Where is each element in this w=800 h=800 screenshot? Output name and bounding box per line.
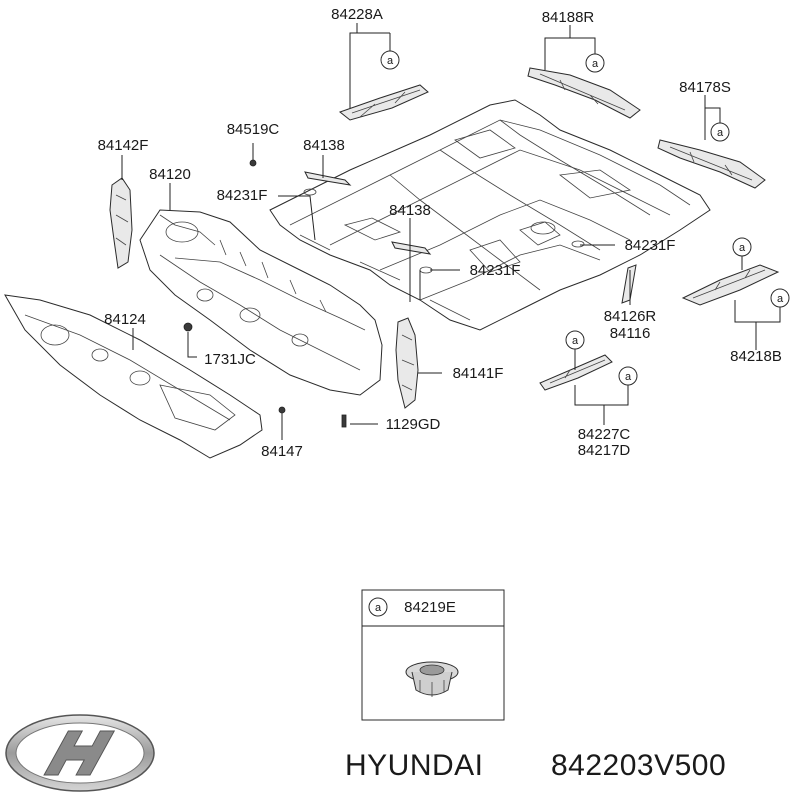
part-84141f-shape (395, 317, 419, 409)
part-84126r-shape (621, 264, 637, 304)
label-84120: 84120 (149, 166, 191, 183)
part-84124-shape (4, 294, 263, 459)
footer-part-number: 842203V500 (551, 749, 726, 782)
hyundai-logo-icon (5, 714, 155, 792)
callout-a-84227c-bottom: a (618, 366, 638, 386)
callout-a-84227c-top: a (565, 330, 585, 350)
part-84219e-clip (405, 661, 459, 697)
part-84147-clip (278, 406, 286, 414)
part-1129gd-bolt (341, 414, 347, 428)
label-84519c: 84519C (227, 121, 280, 138)
part-84519c-clip (249, 159, 257, 167)
label-84141f: 84141F (453, 365, 504, 382)
detail-box-84219e: a 84219E (361, 589, 505, 721)
callout-letter: a (572, 335, 579, 347)
label-84126r: 84126R (604, 308, 657, 325)
label-84188r: 84188R (542, 9, 595, 26)
label-84147: 84147 (261, 443, 303, 460)
label-84228a: 84228A (331, 6, 383, 23)
label-84138-top: 84138 (303, 137, 345, 154)
label-84217d: 84217D (578, 442, 631, 459)
part-84120-shape (139, 209, 383, 396)
callout-a-84188r: a (585, 53, 605, 73)
label-84138-mid: 84138 (389, 202, 431, 219)
footer-brand: HYUNDAI (345, 749, 484, 782)
callout-letter: a (625, 371, 632, 383)
part-84142f-shape (109, 177, 133, 269)
callout-letter: a (777, 293, 784, 305)
label-84231f-left: 84231F (217, 187, 268, 204)
part-1731jc-grommet (183, 322, 193, 332)
part-84138-top-shape (304, 171, 352, 186)
label-84178s: 84178S (679, 79, 731, 96)
label-1129gd: 1129GD (386, 416, 441, 433)
callout-letter: a (387, 55, 394, 67)
label-84231f-mid: 84231F (470, 262, 521, 279)
detail-box-part-label: 84219E (404, 599, 456, 616)
label-84116: 84116 (610, 325, 651, 342)
callout-a-84228a: a (380, 50, 400, 70)
callout-a-84178s: a (710, 122, 730, 142)
label-84124: 84124 (104, 311, 146, 328)
callout-a-84218b-bottom: a (770, 288, 790, 308)
callout-letter: a (739, 242, 746, 254)
label-1731jc: 1731JC (204, 351, 256, 368)
label-84218b: 84218B (730, 348, 782, 365)
callout-letter: a (717, 127, 724, 139)
callout-a-84218b-top: a (732, 237, 752, 257)
part-84138-mid-shape (391, 241, 432, 255)
detail-box-letter: a (375, 602, 382, 614)
floor-pan (269, 99, 711, 331)
callout-letter: a (592, 58, 599, 70)
leader-lines (121, 23, 781, 440)
label-84231f-right: 84231F (625, 237, 676, 254)
label-84227c: 84227C (578, 426, 631, 443)
label-84142f: 84142F (98, 137, 149, 154)
part-84218b-shape (681, 264, 780, 306)
